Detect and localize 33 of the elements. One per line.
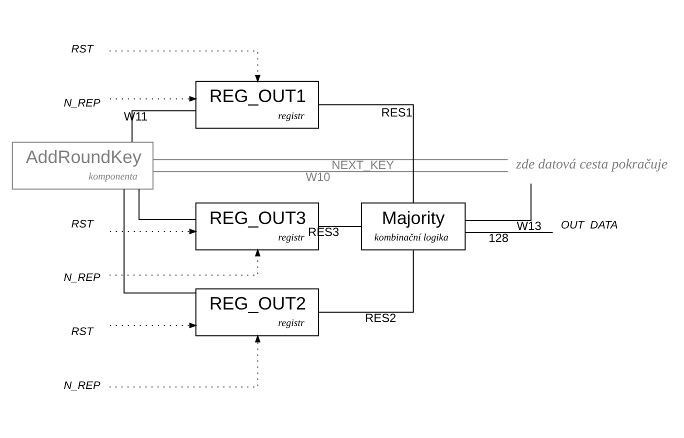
edge-label: RES1 (381, 105, 412, 120)
arrow (109, 322, 198, 328)
node-text: N_REP (64, 272, 100, 284)
arrow (109, 50, 261, 83)
connector (318, 104, 414, 204)
edge-label: W10 (306, 170, 330, 184)
node-text: N_REP (64, 98, 100, 110)
node-text: N_REP (64, 380, 100, 392)
arrow (109, 248, 261, 276)
connector (132, 110, 196, 143)
arrow (109, 96, 198, 102)
connector (152, 171, 508, 172)
node-text: RST (71, 218, 94, 230)
connector (464, 183, 532, 221)
connector (318, 250, 414, 313)
node-text: OUT DATA (560, 219, 618, 232)
node-text: RST (71, 44, 94, 56)
connector (124, 188, 196, 294)
arrow (109, 334, 261, 388)
node-box: REG_OUT2 registr (195, 288, 320, 336)
edge-label: W13 (516, 219, 542, 234)
edge-label: 128 (488, 231, 509, 246)
connector (152, 159, 508, 160)
arrow (109, 228, 198, 234)
node-text: RST (71, 326, 94, 338)
connector (138, 188, 196, 220)
connector (464, 232, 554, 233)
node-text: zde datová cesta pokračuje (516, 157, 668, 172)
node-box: REG_OUT1 registr (195, 80, 320, 129)
edge-label: RES2 (364, 310, 396, 325)
edge-label: NEXT_KEY (332, 158, 394, 172)
node-box: Majority kombinační logika (360, 202, 466, 250)
node-box: AddRoundKey komponenta (12, 142, 154, 190)
